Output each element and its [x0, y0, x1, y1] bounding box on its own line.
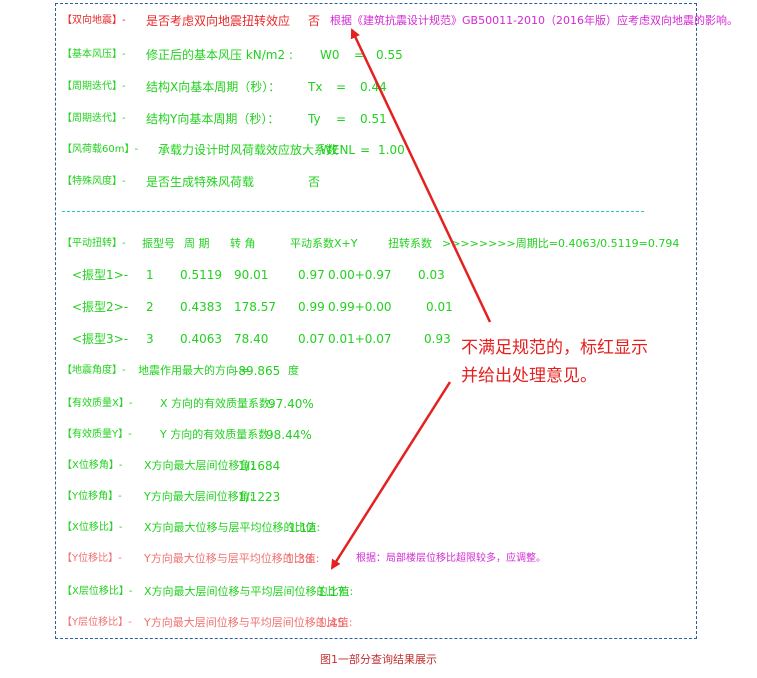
row-value: 否 [308, 175, 321, 189]
col-header-period: 周 期 [184, 237, 210, 250]
row-symbol: Tx [308, 80, 323, 94]
row-desc: Y方向最大层间位移与平均层间位移的比值: [144, 616, 353, 629]
mode-no: 2 [146, 300, 154, 314]
callout-line-1: 不满足规范的，标红显示 [461, 338, 648, 358]
row-value: 97.40% [268, 397, 314, 411]
row-desc: 地震作用最大的方向 = [138, 364, 250, 377]
row-tag: 【周期迭代】- [62, 81, 126, 92]
row-value: 98.44% [266, 428, 312, 442]
col-header-xy: X+Y [334, 237, 358, 250]
row-tag: 【风荷载60m】- [62, 144, 139, 155]
row-symbol: Ty [308, 112, 321, 126]
row-tag: 【X位移比】- [62, 522, 123, 533]
row-value: 1.38 [286, 552, 313, 566]
row-value: 0.51 [360, 112, 387, 126]
mode-no: 3 [146, 332, 154, 346]
advice-note: 根据《建筑抗震设计规范》GB50011-2010（2016年版）应考虑双向地震的… [330, 14, 739, 27]
row-desc: 结构Y向基本周期（秒）： [146, 112, 280, 126]
row-value: 1.17 [318, 585, 345, 599]
mode-trans: 0.97 [298, 268, 325, 282]
col-header-trans: 平动系数 [290, 237, 334, 250]
row-tag: 【有效质量Y】- [62, 429, 132, 440]
mode-angle: 178.57 [234, 300, 276, 314]
row-desc: X方向最大层间位移与平均层间位移的比值: [144, 585, 354, 598]
row-equals: = [354, 48, 365, 62]
row-value: 1/1684 [238, 459, 281, 473]
row-desc: Y 方向的有效质量系数: [160, 428, 273, 441]
row-value: 0.44 [360, 80, 387, 94]
row-tag: 【有效质量X】- [62, 398, 133, 409]
col-header-tors: 扭转系数 [388, 237, 432, 250]
row-value: 0.55 [376, 48, 403, 62]
mode-trans: 0.07 [298, 332, 325, 346]
callout-line-2: 并给出处理意见。 [461, 366, 597, 386]
row-tag: 【Y层位移比】- [62, 617, 132, 628]
row-value: 1.12 [288, 521, 315, 535]
row-desc: 是否考虑双向地震扭转效应 [146, 14, 291, 28]
row-desc: 是否生成特殊风荷载 [146, 175, 255, 189]
row-tag: 【特殊风度】- [62, 176, 126, 187]
row-value: 否 [308, 14, 321, 28]
row-tag: 【Y位移比】- [62, 553, 122, 564]
row-desc: Y方向最大位移与层平均位移的比值: [144, 552, 320, 565]
mode-label: <振型1>- [72, 268, 129, 282]
callout-text: 不满足规范的，标红显示 并给出处理意见。 [461, 334, 701, 390]
row-value: 1.45 [318, 616, 345, 630]
row-desc: Y方向最大层间位移角: [144, 490, 254, 503]
row-desc: X方向最大层间位移角: [144, 459, 255, 472]
mode-angle: 90.01 [234, 268, 269, 282]
mode-tors: 0.03 [418, 268, 445, 282]
mode-no: 1 [146, 268, 154, 282]
row-equals: = [360, 143, 371, 157]
row-desc: 承载力设计时风荷载效应放大系数 [158, 143, 339, 157]
row-tag: 【地震角度】- [62, 365, 126, 376]
mode-angle: 78.40 [234, 332, 269, 346]
mode-tors: 0.01 [426, 300, 453, 314]
period-ratio: >>>>>>>>周期比=0.4063/0.5119=0.794 [442, 237, 680, 250]
mode-xy: 0.01+0.07 [328, 332, 392, 346]
mode-period: 0.5119 [180, 268, 222, 282]
row-desc: X方向最大位移与层平均位移的比值: [144, 521, 321, 534]
row-symbol: W0 [320, 48, 340, 62]
result-frame [55, 3, 697, 639]
row-tag: 【Y位移角】- [62, 491, 122, 502]
col-header-mode: 振型号 [142, 237, 175, 250]
mode-label: <振型2>- [72, 300, 129, 314]
mode-label: <振型3>- [72, 332, 129, 346]
row-desc: 修正后的基本风压 kN/m2 : [146, 48, 293, 62]
row-tag: 【双向地震】- [62, 15, 126, 26]
mode-xy: 0.00+0.97 [328, 268, 392, 282]
row-tag: 【X层位移比】- [62, 586, 133, 597]
row-tag: 【基本风压】- [62, 49, 126, 60]
separator-line [62, 211, 644, 212]
col-header-angle: 转 角 [230, 237, 256, 250]
row-value: -89.865 [234, 364, 281, 378]
mode-tors: 0.93 [424, 332, 451, 346]
row-unit: 度 [288, 364, 299, 377]
row-desc: 结构X向基本周期（秒）： [146, 80, 281, 94]
row-tag: 【周期迭代】- [62, 113, 126, 124]
row-symbol: WENL [320, 143, 356, 157]
mode-xy: 0.99+0.00 [328, 300, 392, 314]
mode-trans: 0.99 [298, 300, 325, 314]
row-tag: 【X位移角】- [62, 460, 123, 471]
row-desc: X 方向的有效质量系数: [160, 397, 274, 410]
row-value: 1/1223 [238, 490, 281, 504]
row-value: 1.00 [378, 143, 405, 157]
mode-period: 0.4063 [180, 332, 222, 346]
figure-caption: 图1一部分查询结果展示 [320, 653, 437, 666]
row-equals: = [336, 80, 347, 94]
row-equals: = [336, 112, 347, 126]
mode-period: 0.4383 [180, 300, 222, 314]
modes-tag: 【平动扭转】- [62, 238, 126, 249]
advice-note: 根据：局部楼层位移比超限较多，应调整。 [356, 553, 546, 564]
